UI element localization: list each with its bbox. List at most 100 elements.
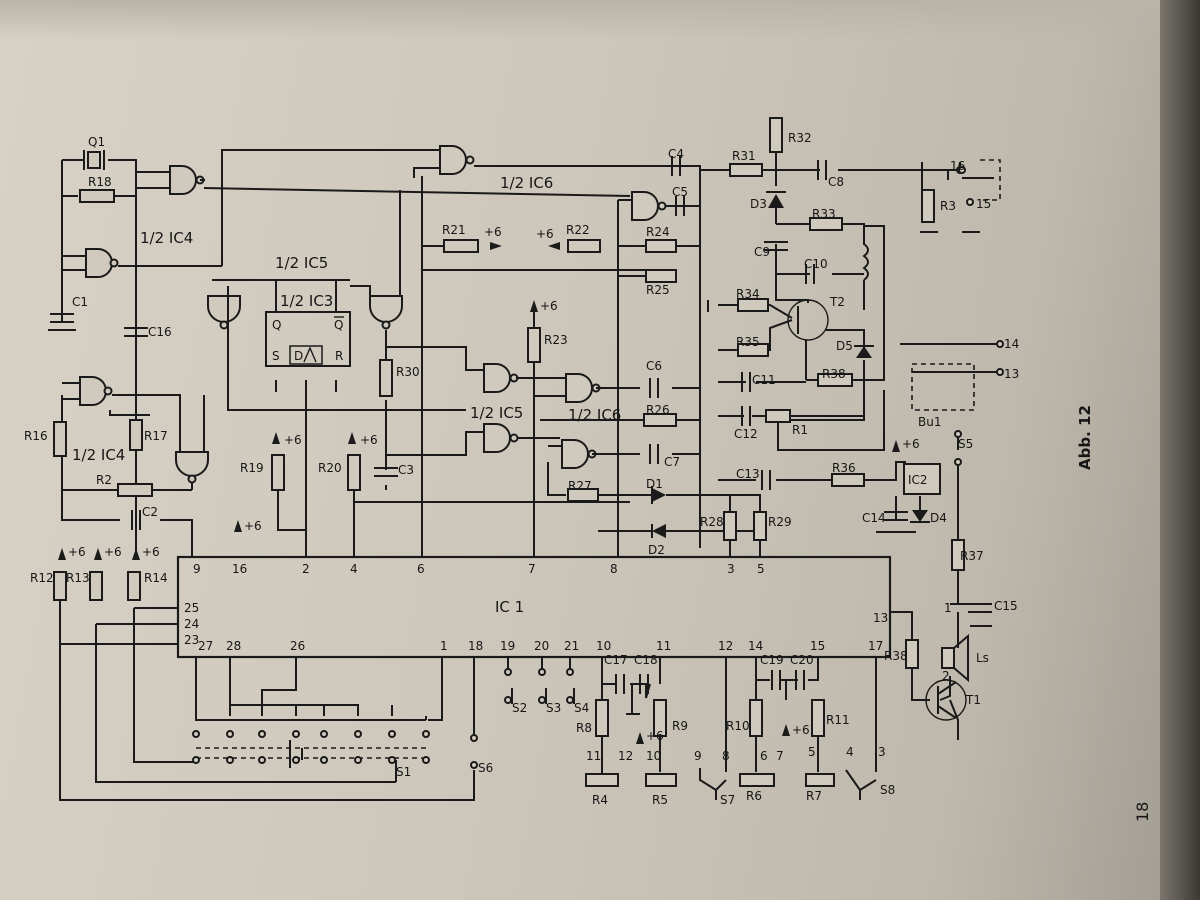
- supply-pin16: +6: [244, 519, 262, 533]
- supply-r6r7: +6: [792, 723, 810, 737]
- supply-r18: +6: [284, 433, 302, 447]
- terminal-2: 2: [942, 669, 950, 683]
- ff-r: R: [335, 349, 343, 363]
- label-r20: R21: [442, 223, 466, 237]
- label-r36: R37: [960, 549, 984, 563]
- label-c18: C18: [634, 653, 658, 667]
- label-c12: C12: [734, 427, 758, 441]
- label-r2: R2: [96, 473, 112, 487]
- label-r11: R11: [826, 713, 850, 727]
- label-c4: C4: [668, 147, 684, 161]
- ic1-pin-28: 28: [226, 639, 241, 653]
- label-r32: R33: [812, 207, 836, 221]
- label-r25: R26: [646, 403, 670, 417]
- ic1-pin-25: 25: [184, 601, 199, 615]
- label-ic6-mid: 1/2 IC6: [568, 406, 621, 424]
- ic1-pin-19: 19: [500, 639, 515, 653]
- terminal-1: 1: [944, 601, 952, 615]
- label-r13: R13: [66, 571, 90, 585]
- label-d5: D5: [836, 339, 853, 353]
- socket-label: Bu1: [918, 415, 941, 429]
- label-d1: D1: [646, 477, 663, 491]
- terminal-14: 14: [1004, 337, 1019, 351]
- ic1-pin-24: 24: [184, 617, 199, 631]
- ic1-pin-7: 7: [528, 562, 536, 576]
- supply-r12: +6: [68, 545, 86, 559]
- label-r4: R4: [592, 793, 608, 807]
- tap-11: 11: [586, 749, 601, 763]
- capacitor-bodies: [50, 156, 992, 694]
- label-c5: C5: [672, 185, 688, 199]
- label-c6: C6: [646, 359, 662, 373]
- label-c3: C3: [398, 463, 414, 477]
- label-r35: R36: [832, 461, 856, 475]
- label-r21: R22: [566, 223, 590, 237]
- label-r23: R24: [646, 225, 670, 239]
- ic1-pin-26: 26: [290, 639, 305, 653]
- label-r16: R17: [144, 429, 168, 443]
- ic1-pin-10: 10: [596, 639, 611, 653]
- label-d4: D4: [930, 511, 947, 525]
- label-c17: C17: [604, 653, 628, 667]
- flipflop-ic3: Q Q S D R: [265, 311, 351, 367]
- label-c8: C8: [828, 175, 844, 189]
- label-s3: S3: [546, 701, 561, 715]
- label-ic5-top: 1/2 IC5: [275, 254, 328, 272]
- label-ic4-mid: 1/2 IC4: [72, 446, 125, 464]
- misc-parts: IC2 Bu1: [48, 150, 1001, 744]
- label-ic3: 1/2 IC3: [280, 292, 333, 310]
- supply-r14: +6: [142, 545, 160, 559]
- label-c14: C14: [862, 511, 886, 525]
- label-r14: R14: [144, 571, 168, 585]
- tap-8: 8: [722, 749, 730, 763]
- component-labels: Q1 R18 C1 C16 R16 R17 R2 C2 R19 R20 C3 R…: [24, 131, 1018, 807]
- ic1-pin-1: 1: [440, 639, 448, 653]
- label-c7: C7: [664, 455, 680, 469]
- label-ic5-mid: 1/2 IC5: [470, 404, 523, 422]
- label-r3: R3: [940, 199, 956, 213]
- terminal-16: 16: [950, 159, 965, 173]
- label-r19: R20: [318, 461, 342, 475]
- page-number: 18: [1133, 802, 1152, 822]
- ic1-pin-8: 8: [610, 562, 618, 576]
- label-r24: R25: [646, 283, 670, 297]
- diode-bodies: [651, 191, 930, 538]
- nand-gates: [79, 145, 667, 484]
- label-r38: R38: [822, 367, 846, 381]
- supply-r19: +6: [360, 433, 378, 447]
- label-ic4-top: 1/2 IC4: [140, 229, 193, 247]
- book-edge: [1160, 0, 1200, 900]
- ic1-pin-15: 15: [810, 639, 825, 653]
- ic1-pin-14: 14: [748, 639, 763, 653]
- label-d3: D3: [750, 197, 767, 211]
- label-t2: T2: [829, 295, 845, 309]
- terminal-13: 13: [1004, 367, 1019, 381]
- label-c10: C10: [804, 257, 828, 271]
- label-d2: D2: [648, 543, 665, 557]
- ic1-pin-4: 4: [350, 562, 358, 576]
- page-shadow: [0, 0, 1200, 40]
- label-r5: R5: [652, 793, 668, 807]
- label-s7: S7: [720, 793, 735, 807]
- label-r18: R19: [240, 461, 264, 475]
- supply-ic2: +6: [902, 437, 920, 451]
- tap-7: 7: [776, 749, 784, 763]
- transistor-bodies: [787, 299, 967, 721]
- supply-r21: +6: [536, 227, 554, 241]
- ic1-pin-5: 5: [757, 562, 765, 576]
- label-r30: R31: [732, 149, 756, 163]
- supply-r22: +6: [540, 299, 558, 313]
- supply-r13: +6: [104, 545, 122, 559]
- label-r29: R30: [396, 365, 420, 379]
- label-r10: R10: [726, 719, 750, 733]
- label-speaker: Ls: [976, 651, 989, 665]
- label-r33: R34: [736, 287, 760, 301]
- label-c13: C13: [736, 467, 760, 481]
- ic1-label: IC 1: [495, 598, 524, 616]
- ff-q: Q: [272, 318, 281, 332]
- supply-r20: +6: [484, 225, 502, 239]
- label-r37: R38: [884, 649, 908, 663]
- tap-12: 12: [618, 749, 633, 763]
- ic1-pin-18: 18: [468, 639, 483, 653]
